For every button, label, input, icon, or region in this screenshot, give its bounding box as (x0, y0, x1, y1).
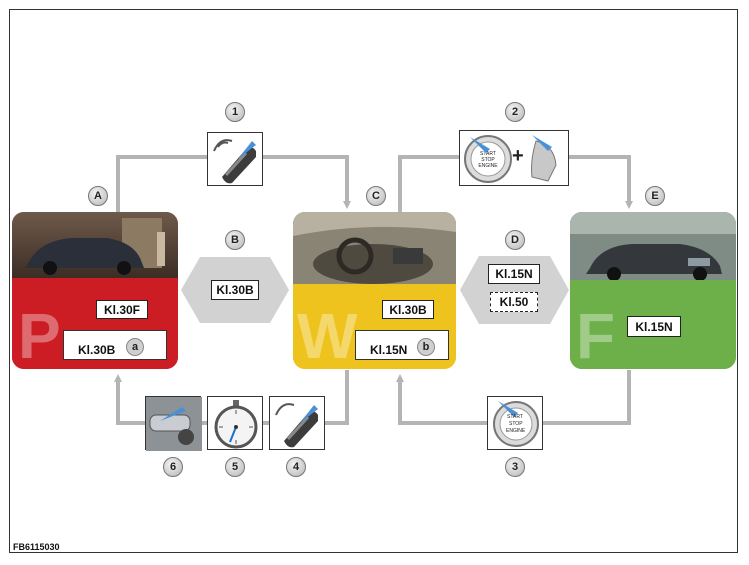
state-p-terminal-bottom: Kl.30B (78, 343, 116, 357)
door-handle-icon (146, 397, 202, 451)
plus-sign: + (512, 145, 524, 167)
callout-d: D (505, 230, 525, 250)
transition-d-terminal-top: Kl.15N (488, 264, 540, 284)
state-p-sub-badge: a (126, 338, 144, 356)
start-label-3: ENGINE (506, 428, 526, 434)
state-letter-p: P (18, 300, 61, 369)
state-p-terminal-top: Kl.30F (96, 300, 148, 319)
step-6-icon-box (145, 396, 202, 451)
diagram-frame (9, 9, 738, 553)
svg-text:ENGINE: ENGINE (478, 163, 498, 169)
step-3-icon-box: START STOP ENGINE (487, 396, 543, 450)
step-4-badge: 4 (286, 457, 306, 477)
state-f-terminal: Kl.15N (627, 316, 681, 337)
figure-code: FB6115030 (13, 542, 60, 552)
step-3-badge: 3 (505, 457, 525, 477)
state-w-terminal-band: Kl.15N b (355, 330, 449, 360)
state-letter-f: F (576, 300, 616, 369)
key-fob-icon (275, 403, 318, 448)
key-fob-icon (213, 139, 256, 184)
callout-c: C (366, 186, 386, 206)
svg-text:START: START (480, 151, 496, 157)
step-2-badge: 2 (505, 102, 525, 122)
transition-b-terminal: Kl.30B (211, 280, 259, 300)
step-2-icon-box: START STOP ENGINE + (459, 130, 569, 186)
state-f-box: F (570, 212, 736, 369)
start-label-2: STOP (509, 421, 523, 427)
step-5-badge: 5 (225, 457, 245, 477)
state-w-terminal-bottom: Kl.15N (370, 343, 408, 357)
step-5-icon-box (207, 396, 263, 450)
state-w-box: W (293, 212, 456, 369)
step-6-badge: 6 (163, 457, 183, 477)
transition-d-terminal-bottom: Kl.50 (490, 292, 538, 312)
start-stop-button-and-brake-pedal-icon: START STOP ENGINE (464, 135, 557, 183)
step-4-icon-box (269, 396, 325, 450)
start-stop-button-icon (493, 401, 539, 447)
start-label-1: START (507, 414, 523, 420)
state-p-terminal-band: Kl.30B a (63, 330, 167, 360)
stopwatch-icon (214, 400, 258, 449)
callout-e: E (645, 186, 665, 206)
svg-text:STOP: STOP (481, 157, 495, 163)
state-w-sub-badge: b (417, 338, 435, 356)
step-1-badge: 1 (225, 102, 245, 122)
transition-d-shape (460, 256, 569, 324)
car-interior-photo (293, 212, 456, 369)
state-letter-w: W (297, 300, 358, 369)
state-w-terminal-top: Kl.30B (382, 300, 434, 319)
state-p-box: P (12, 212, 178, 369)
step-1-icon-box (207, 132, 263, 186)
callout-a: A (88, 186, 108, 206)
callout-b: B (225, 230, 245, 250)
